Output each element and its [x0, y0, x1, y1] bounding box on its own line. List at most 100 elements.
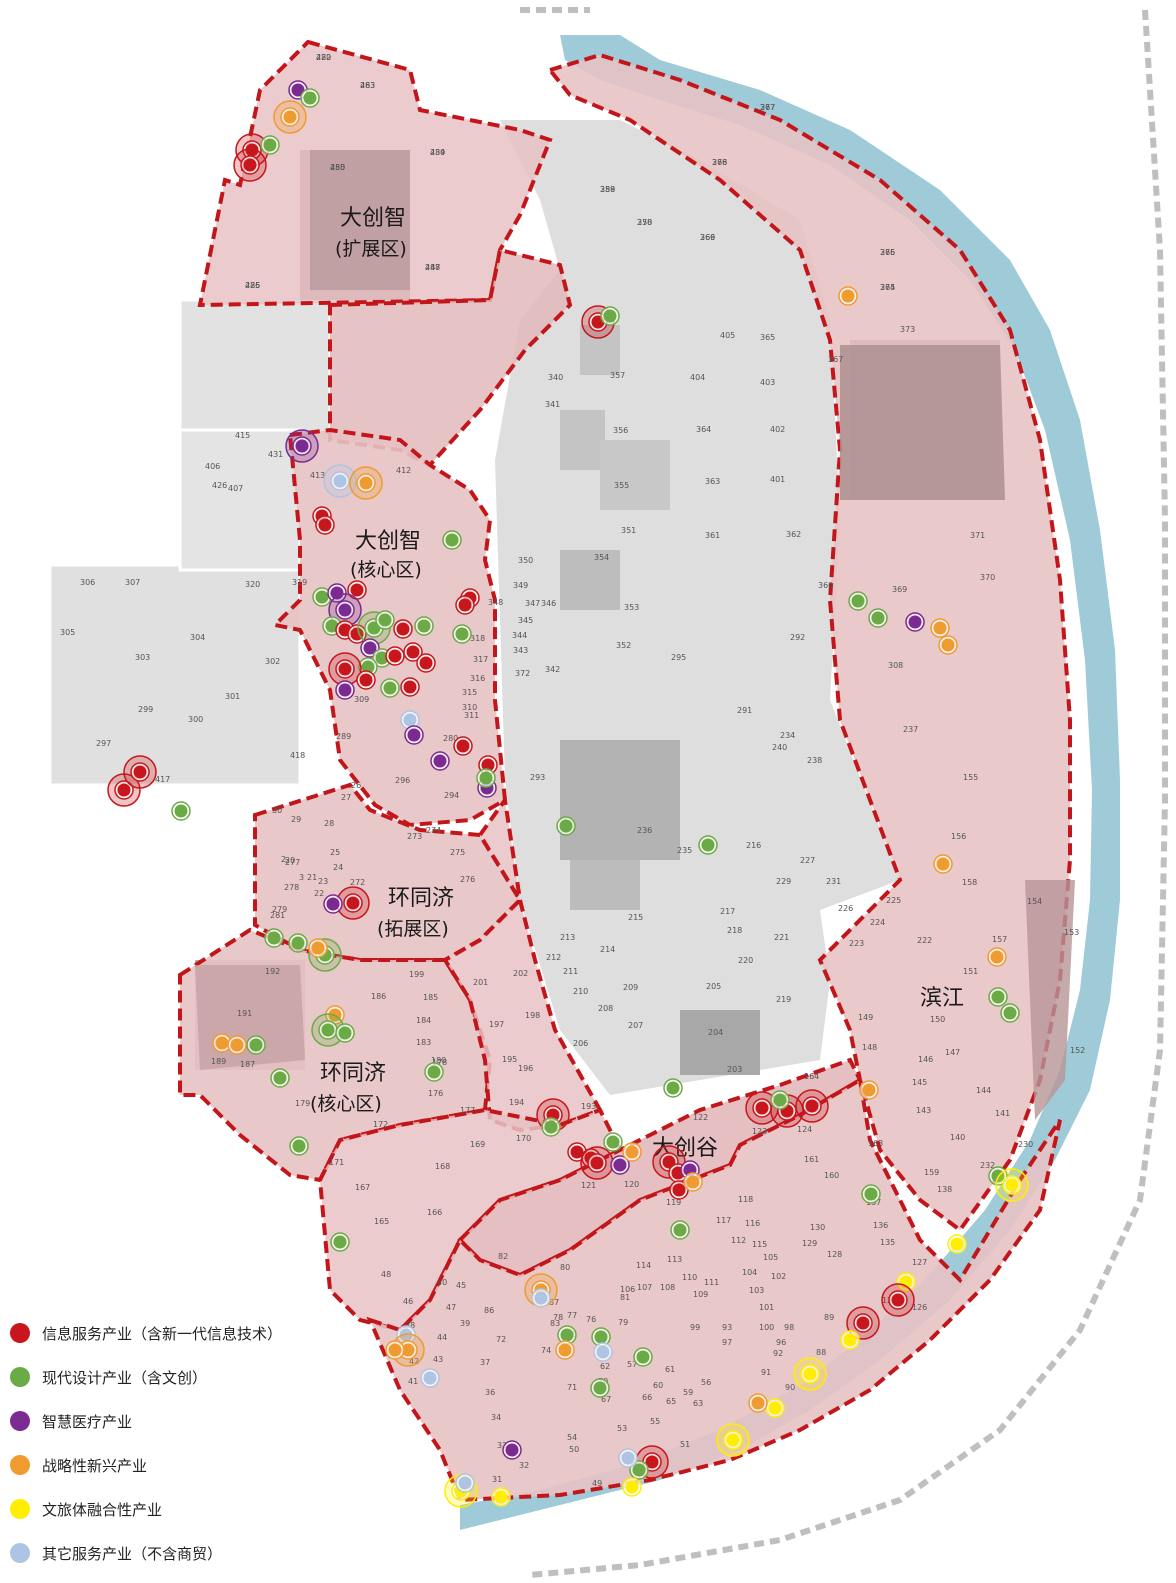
marker-info[interactable] [388, 649, 402, 663]
marker-medical[interactable] [613, 1158, 627, 1172]
marker-design[interactable] [1003, 1006, 1017, 1020]
marker-info[interactable] [396, 622, 410, 636]
marker-tourism[interactable] [625, 1480, 639, 1494]
marker-design[interactable] [560, 1328, 574, 1342]
marker-medical[interactable] [407, 728, 421, 742]
marker-medical[interactable] [295, 439, 309, 453]
marker-info[interactable] [755, 1101, 769, 1115]
marker-medical[interactable] [338, 603, 352, 617]
marker-design[interactable] [871, 611, 885, 625]
marker-design[interactable] [375, 651, 389, 665]
marker-medical[interactable] [505, 1443, 519, 1457]
marker-strategic[interactable] [625, 1145, 639, 1159]
marker-info[interactable] [338, 662, 352, 676]
marker-other[interactable] [621, 1451, 635, 1465]
marker-design[interactable] [303, 91, 317, 105]
marker-strategic[interactable] [933, 621, 947, 635]
marker-strategic[interactable] [558, 1343, 572, 1357]
marker-design[interactable] [594, 1330, 608, 1344]
marker-tourism[interactable] [768, 1401, 782, 1415]
marker-design[interactable] [636, 1350, 650, 1364]
marker-strategic[interactable] [941, 638, 955, 652]
marker-other[interactable] [534, 1291, 548, 1305]
marker-strategic[interactable] [359, 476, 373, 490]
marker-info[interactable] [133, 765, 147, 779]
marker-strategic[interactable] [401, 1343, 415, 1357]
marker-tourism[interactable] [726, 1433, 740, 1447]
marker-strategic[interactable] [841, 289, 855, 303]
marker-info[interactable] [456, 739, 470, 753]
marker-medical[interactable] [908, 615, 922, 629]
marker-info[interactable] [891, 1293, 905, 1307]
marker-tourism[interactable] [803, 1367, 817, 1381]
marker-strategic[interactable] [686, 1175, 700, 1189]
marker-info[interactable] [590, 1156, 604, 1170]
marker-design[interactable] [263, 138, 277, 152]
marker-design[interactable] [267, 931, 281, 945]
marker-design[interactable] [325, 619, 339, 633]
marker-strategic[interactable] [311, 941, 325, 955]
marker-tourism[interactable] [494, 1490, 508, 1504]
marker-design[interactable] [417, 619, 431, 633]
marker-medical[interactable] [433, 754, 447, 768]
marker-info[interactable] [117, 783, 131, 797]
marker-design[interactable] [673, 1223, 687, 1237]
marker-design[interactable] [666, 1081, 680, 1095]
marker-design[interactable] [291, 936, 305, 950]
marker-info[interactable] [245, 143, 259, 157]
marker-strategic[interactable] [388, 1343, 402, 1357]
marker-info[interactable] [359, 673, 373, 687]
marker-info[interactable] [243, 158, 257, 172]
marker-strategic[interactable] [215, 1036, 229, 1050]
marker-info[interactable] [406, 645, 420, 659]
marker-other[interactable] [399, 1328, 413, 1342]
marker-info[interactable] [856, 1316, 870, 1330]
marker-strategic[interactable] [751, 1396, 765, 1410]
marker-design[interactable] [273, 1071, 287, 1085]
marker-medical[interactable] [326, 897, 340, 911]
marker-other[interactable] [423, 1371, 437, 1385]
marker-design[interactable] [544, 1120, 558, 1134]
marker-info[interactable] [458, 598, 472, 612]
marker-design[interactable] [378, 613, 392, 627]
marker-info[interactable] [403, 680, 417, 694]
marker-strategic[interactable] [990, 950, 1004, 964]
marker-strategic[interactable] [230, 1038, 244, 1052]
marker-info[interactable] [672, 1183, 686, 1197]
marker-design[interactable] [851, 594, 865, 608]
marker-design[interactable] [773, 1093, 787, 1107]
marker-other[interactable] [333, 474, 347, 488]
marker-design[interactable] [321, 1023, 335, 1037]
marker-strategic[interactable] [862, 1083, 876, 1097]
marker-design[interactable] [338, 1026, 352, 1040]
marker-info[interactable] [350, 583, 364, 597]
marker-info[interactable] [419, 656, 433, 670]
marker-info[interactable] [805, 1099, 819, 1113]
marker-design[interactable] [427, 1065, 441, 1079]
marker-info[interactable] [346, 896, 360, 910]
marker-design[interactable] [479, 771, 493, 785]
marker-tourism[interactable] [950, 1237, 964, 1251]
marker-medical[interactable] [291, 83, 305, 97]
marker-medical[interactable] [330, 586, 344, 600]
marker-info[interactable] [318, 518, 332, 532]
marker-medical[interactable] [363, 641, 377, 655]
marker-other[interactable] [403, 713, 417, 727]
marker-strategic[interactable] [283, 110, 297, 124]
marker-design[interactable] [292, 1139, 306, 1153]
marker-design[interactable] [606, 1135, 620, 1149]
marker-design[interactable] [864, 1187, 878, 1201]
marker-other[interactable] [596, 1345, 610, 1359]
marker-design[interactable] [559, 819, 573, 833]
marker-design[interactable] [455, 627, 469, 641]
marker-medical[interactable] [338, 683, 352, 697]
marker-tourism[interactable] [843, 1333, 857, 1347]
marker-design[interactable] [603, 309, 617, 323]
marker-design[interactable] [333, 1235, 347, 1249]
marker-design[interactable] [383, 681, 397, 695]
marker-info[interactable] [645, 1455, 659, 1469]
marker-other[interactable] [458, 1476, 472, 1490]
marker-info[interactable] [481, 758, 495, 772]
marker-design[interactable] [593, 1381, 607, 1395]
marker-design[interactable] [632, 1463, 646, 1477]
